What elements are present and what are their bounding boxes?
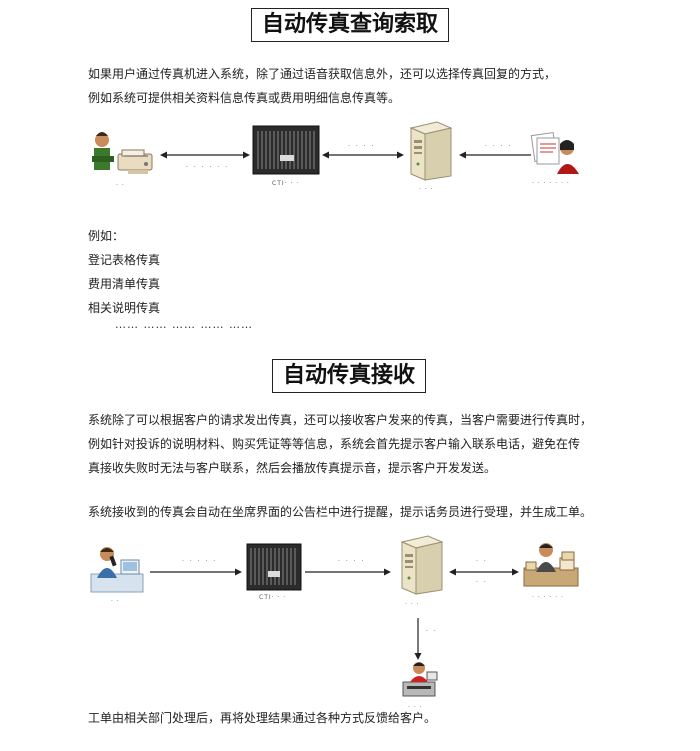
diagram2-arrow3-label-top: · · — [476, 558, 488, 565]
section2-closing-line: 工单由相关部门处理后，再将处理结果通过各种方式反馈给客户。 — [88, 711, 437, 725]
agent-desk-icon — [523, 543, 579, 587]
diagram1-arrow2-label: · · · · — [348, 143, 376, 150]
example-item: 相关说明传真 — [88, 301, 161, 315]
diagram2-arrow1-label: · · · · · — [182, 558, 218, 565]
user-phone-icon — [90, 547, 144, 593]
diagram1-arrow-server-agent — [459, 151, 531, 159]
section2-intro: 系统除了可以根据客户的请求发出传真，还可以接收客户发来的传真，当客户需要进行传真… — [88, 408, 592, 480]
diagram2-caption-agent: · · · · · · — [532, 594, 564, 601]
printer-staff-icon — [402, 662, 438, 697]
agent-papers-icon — [530, 132, 579, 174]
examples-list: 例如： 登记表格传真 费用清单传真 相关说明传真 — [88, 224, 160, 320]
diagram2-caption-cti: CTI· · · — [259, 594, 287, 601]
diagram2-caption-server: · · · — [405, 601, 420, 608]
section2-intro-line2: 例如针对投诉的说明材料、购买凭证等等信息，系统会首先提示客户输入联系电话，避免在… — [88, 437, 581, 451]
section2-intro-line1: 系统除了可以根据客户的请求发出传真，还可以接收客户发来的传真，当客户需要进行传真… — [88, 413, 593, 427]
server-tower-icon — [400, 535, 444, 595]
diagram2-arrow-server-printer — [414, 618, 422, 660]
diagram2-arrow3-label-bottom: · · — [476, 579, 488, 586]
section2-title: 自动传真接收 — [272, 359, 427, 393]
section1-intro-line2: 例如系统可提供相关资料信息传真或费用明细信息传真等。 — [88, 91, 401, 105]
example-item: 登记表格传真 — [88, 253, 161, 267]
examples-ellipsis: …… …… …… …… …… — [115, 318, 253, 331]
diagram1-arrow-user-cti — [160, 151, 250, 159]
diagram1-caption-server: · · · — [419, 186, 434, 193]
section2-intro2-line: 系统接收到的传真会自动在坐席界面的公告栏中进行提醒，提示话务员进行受理，并生成工… — [88, 505, 593, 519]
diagram2-caption-user: · · — [111, 598, 120, 605]
diagram1-arrow3-label: · · · · — [485, 143, 513, 150]
diagram2-arrow-user-cti — [150, 568, 242, 576]
diagram1-caption-cti: CTI· · · — [272, 180, 300, 187]
diagram2-arrow4-label: · · — [426, 628, 438, 635]
cti-server-icon — [252, 125, 320, 175]
diagram1-caption-user: · · — [116, 182, 125, 189]
section1-intro-line1: 如果用户通过传真机进入系统，除了通过语音获取信息外，还可以选择传真回复的方式， — [88, 67, 557, 81]
diagram2-arrow-server-agent — [449, 568, 519, 576]
diagram1-arrow-cti-server — [322, 151, 404, 159]
diagram2-caption-printer: · · · — [408, 704, 423, 711]
diagram2-arrow-cti-server — [305, 568, 391, 576]
server-tower-icon — [409, 121, 453, 181]
cti-server-icon — [246, 543, 302, 591]
section2-intro2: 系统接收到的传真会自动在坐席界面的公告栏中进行提醒，提示话务员进行受理，并生成工… — [88, 500, 592, 524]
section2-closing: 工单由相关部门处理后，再将处理结果通过各种方式反馈给客户。 — [88, 706, 436, 730]
diagram1-arrow1-label: · · · · · · — [186, 164, 229, 171]
diagram2-arrow2-label: · · · · — [338, 558, 366, 565]
section1-intro: 如果用户通过传真机进入系统，除了通过语音获取信息外，还可以选择传真回复的方式， … — [88, 62, 556, 110]
user-fax-icon — [92, 132, 153, 174]
examples-header: 例如： — [88, 229, 125, 243]
section1-title: 自动传真查询索取 — [251, 8, 450, 42]
section2-intro-line3: 真接收失败时无法与客户联系，然后会播放传真提示音，提示客户开发发送。 — [88, 461, 497, 475]
example-item: 费用清单传真 — [88, 277, 161, 291]
diagram1-caption-agent: · · · · · · · — [532, 180, 570, 187]
